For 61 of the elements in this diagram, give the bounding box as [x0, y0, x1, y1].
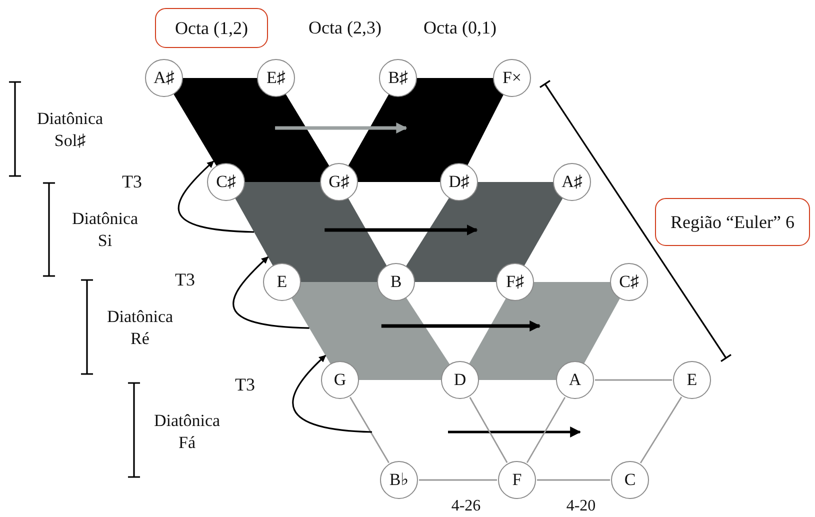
column-label: Octa (2,3) [308, 16, 382, 40]
note-name: B♭ [389, 470, 409, 490]
highlight-box [655, 198, 810, 246]
note-name: E♯ [266, 68, 286, 88]
note-circle [610, 263, 648, 301]
transformation-arrow [292, 354, 372, 433]
note-name: F♯ [506, 272, 524, 292]
note-name: G♯ [328, 172, 350, 192]
note-name: F [512, 470, 522, 490]
note-circle [498, 461, 536, 499]
edge-label: T3 [122, 170, 142, 194]
connector-line [469, 397, 508, 463]
arrow [324, 224, 478, 236]
connector-line [537, 479, 610, 481]
note-name: D [454, 370, 466, 390]
connector-line [595, 379, 672, 381]
connector-line [640, 396, 682, 464]
note-name: E [686, 370, 698, 390]
arrow [275, 122, 408, 134]
column-label: Octa (0,1) [424, 16, 496, 40]
scale-label: Diatônica Fá [152, 410, 222, 454]
note-name: B [390, 272, 402, 292]
note-name: A♯ [562, 172, 582, 192]
scale-label: Diatônica Si [70, 208, 140, 252]
highlight-box [155, 8, 268, 48]
scale-label: Diatônica Ré [106, 306, 174, 350]
edge-label: T3 [175, 268, 195, 292]
note-name: A [568, 370, 582, 390]
connector-line [526, 396, 566, 464]
region-label: Octa (1,2) [175, 18, 248, 38]
note-name: A♯ [154, 68, 174, 88]
note-name: B♯ [388, 68, 408, 88]
note-circle [493, 59, 531, 97]
edge-label: T3 [235, 373, 255, 396]
scale-label: Diatônica Sol♯ [36, 108, 104, 152]
note-name: G [334, 370, 346, 390]
note-circle [379, 59, 417, 97]
note-name: C♯ [216, 172, 236, 192]
note-circle [441, 361, 479, 399]
set-class-label: 4-20 [566, 496, 596, 517]
note-circle [553, 163, 591, 201]
note-circle [556, 361, 594, 399]
note-circle [673, 361, 711, 399]
note-name: C [624, 470, 636, 490]
note-name: E [276, 272, 288, 292]
note-circle [321, 361, 359, 399]
connector-line [419, 479, 497, 481]
arrow [381, 320, 541, 332]
note-name: D♯ [448, 172, 470, 192]
transformation-arrow [178, 160, 254, 233]
set-class-label: 4-26 [451, 496, 481, 517]
note-circle [257, 59, 295, 97]
note-circle [263, 263, 301, 301]
note-circle [611, 461, 649, 499]
note-name: C♯ [619, 272, 639, 292]
connector-line [350, 396, 390, 464]
note-name: F× [502, 68, 522, 88]
note-circle [380, 461, 418, 499]
note-circle [145, 59, 183, 97]
transformation-arrow [232, 256, 310, 329]
region-label: Região “Euler” 6 [670, 212, 794, 232]
